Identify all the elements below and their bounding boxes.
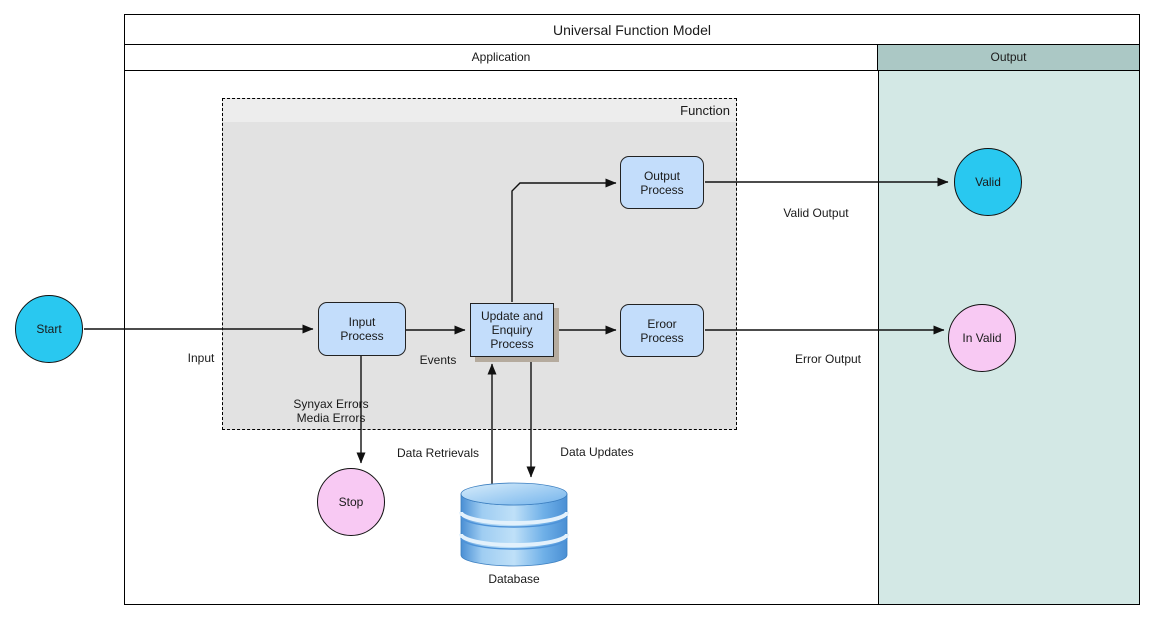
edge-label-syntax-media-errors: Synyax Errors Media Errors [293,397,369,425]
node-input-process: Input Process [318,302,406,356]
lane-header-row: Application Output [125,45,1139,71]
database-label: Database [488,572,540,586]
node-invalid: In Valid [948,304,1016,372]
node-update-enquiry-process: Update and Enquiry Process [470,303,554,357]
database-icon [459,482,569,567]
edge-label-error-output: Error Output [794,352,862,366]
edge-label-events: Events [419,353,457,367]
node-output-process: Output Process [620,156,704,209]
lane-header-output: Output [878,45,1139,70]
edge-label-input: Input [187,351,215,365]
function-group-label: Function [223,99,736,122]
edge-label-valid-output: Valid Output [783,206,849,220]
function-group: Function [222,98,737,430]
edge-label-data-retrievals: Data Retrievals [396,446,480,460]
pool-title: Universal Function Model [125,15,1139,45]
node-valid: Valid [954,148,1022,216]
node-start: Start [15,295,83,363]
lane-header-application: Application [125,45,878,70]
node-stop: Stop [317,468,385,536]
edge-label-data-updates: Data Updates [560,445,634,459]
node-error-process: Eroor Process [620,304,704,357]
